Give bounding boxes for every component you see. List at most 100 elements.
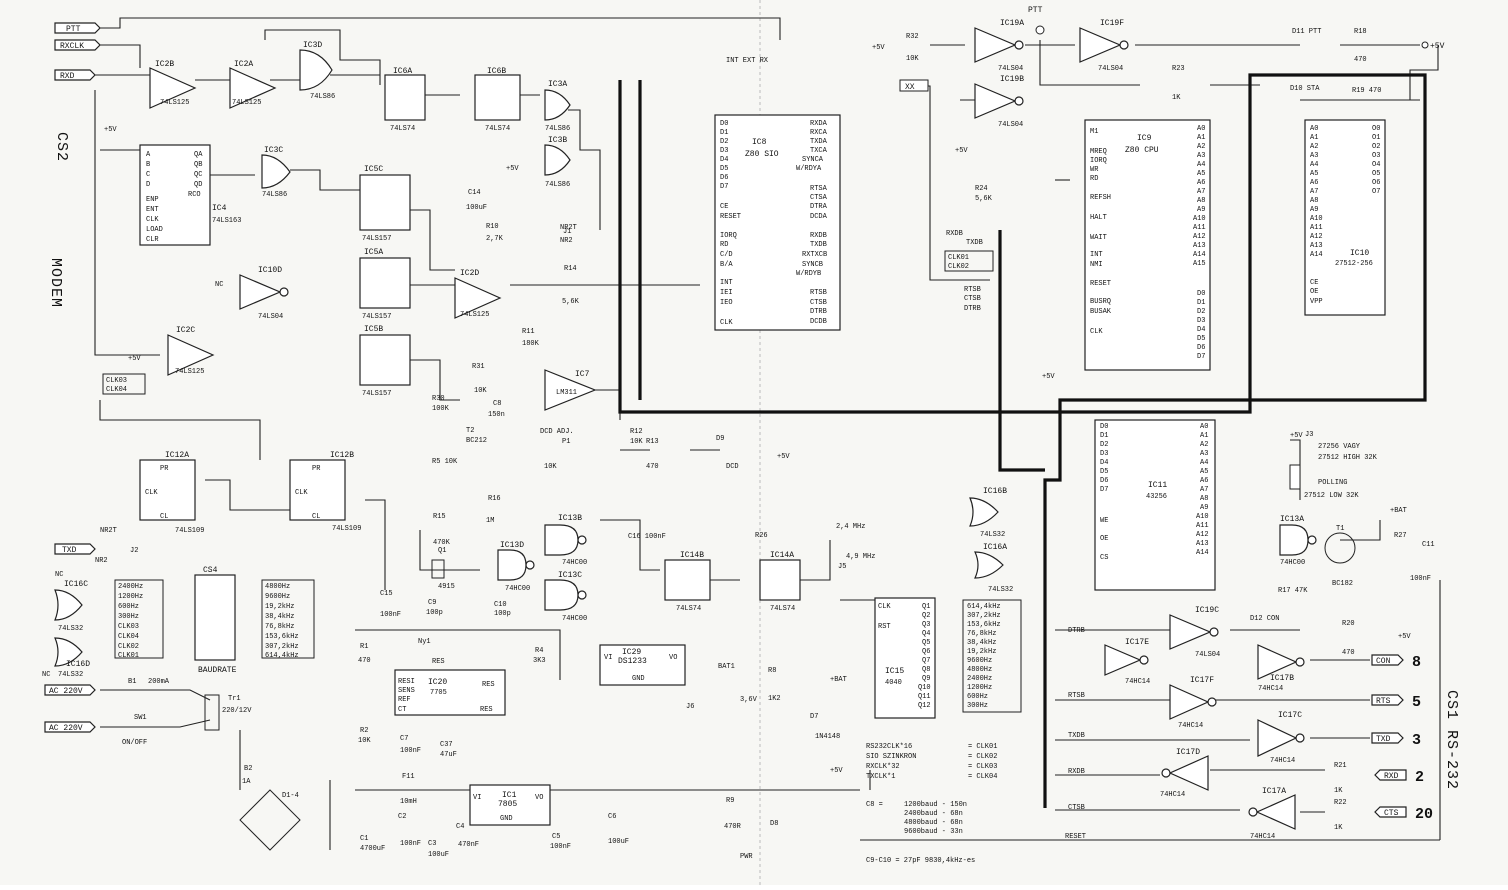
chip-ic3a[interactable]: IC3A 74LS86 [544,80,571,133]
svg-text:C1: C1 [360,835,368,843]
rs232-port-rts[interactable]: RTS 5 [1371,694,1421,711]
svg-text:R12: R12 [630,428,643,436]
chip-ic3b[interactable]: IC3B 74LS86 [544,136,571,189]
chip-name: IC13D [500,541,524,550]
eprom-note-line: 27256 VAGY [1318,443,1361,451]
connector-rxclk[interactable]: RXCLK [54,39,101,51]
chip-part: 74LS157 [362,390,391,398]
svg-text:CT: CT [398,706,406,714]
chip-ic14b[interactable]: IC14B 74LS74 [664,551,711,613]
svg-text:A9: A9 [1197,206,1205,214]
rs232-port-txd[interactable]: TXD 3 [1371,732,1421,749]
chip-ic17c[interactable]: IC17C 74HC14 [1257,711,1305,765]
chip-ic2b[interactable]: IC2B 74LS125 [149,60,197,109]
svg-text:10K: 10K [474,387,487,395]
svg-text:WAIT: WAIT [1090,234,1107,242]
connector-ac-1[interactable]: AC 220V [44,684,96,696]
chip-ic19c[interactable]: IC19C 74LS04 [1169,606,1220,659]
chip-part: 74LS32 [58,625,83,633]
chip-name: IC7 [575,370,590,379]
chip-ic13d[interactable]: IC13D 74HC00 [497,541,535,593]
chip-ic2c[interactable]: IC2C 74LS125 [167,326,215,376]
chip-ic19a[interactable]: IC19A 74LS04 [974,19,1024,73]
chip-ic6a[interactable]: IC6A 74LS74 [384,67,426,133]
chip-name: IC19A [1000,19,1024,28]
chip-ic17a[interactable]: IC17A 74HC14 [1248,787,1296,841]
connector-rxd[interactable]: RXD [54,69,96,81]
connector-ac-2[interactable]: AC 220V [44,721,96,733]
svg-text:R8: R8 [768,667,776,675]
svg-text:1K: 1K [1334,824,1343,832]
svg-text:CL: CL [312,513,320,521]
fuse-value: 200mA [148,678,170,686]
chip-ic17e[interactable]: IC17E 74HC14 [1104,638,1150,686]
chip-ic16b[interactable]: IC16B 74LS32 [969,487,1007,539]
chip-ic3d[interactable]: IC3D 74LS86 [299,41,335,101]
svg-text:A4: A4 [1310,161,1318,169]
chip-ic2d[interactable]: IC2D 74LS125 [454,269,502,319]
svg-text:INT: INT [1090,251,1103,259]
svg-text:+5V: +5V [872,44,885,52]
svg-text:C9: C9 [428,599,436,607]
baudrate-switch[interactable]: CS4 BAUDRATE 2400Hz 1200Hz 600Hz 300Hz C… [114,566,315,675]
svg-text:CS: CS [1100,554,1108,562]
svg-text:C10: C10 [494,601,507,609]
svg-text:RXDB: RXDB [946,230,963,238]
chip-ic10d[interactable]: IC10D 74LS04 NC [215,266,289,321]
chip-ic19b[interactable]: IC19B 74LS04 [974,75,1024,129]
chip-ic7[interactable]: IC7 LM311 [544,369,597,411]
svg-text:+5V: +5V [1290,432,1303,440]
connector-txd[interactable]: TXD [54,543,96,555]
svg-text:+5V: +5V [777,453,790,461]
chip-part: DS1233 [618,657,647,666]
chip-ic19f[interactable]: IC19F 74LS04 [1079,19,1129,73]
rs232-port-rxd[interactable]: RXD 2 [1374,769,1424,786]
chip-ic17d[interactable]: IC17D 74HC14 [1160,748,1209,799]
svg-text:D2: D2 [720,138,728,146]
chip-name: IC2C [176,326,195,335]
chip-ic14a[interactable]: IC14A 74LS74 [759,551,801,613]
chip-name: IC10D [258,266,282,275]
connector-ptt[interactable]: PTT [54,22,101,34]
connector-xx[interactable]: XX [899,79,929,92]
chip-ic5b[interactable]: IC5B 74LS157 [359,325,411,398]
svg-text:RCO: RCO [188,191,201,199]
chip-ic16a[interactable]: IC16A 74LS32 [974,543,1013,594]
chip-ic5c[interactable]: IC5C 74LS157 [359,165,411,243]
chip-ic16d[interactable]: IC16D NC 74LS32 [42,637,90,679]
connector-label: AC 220V [49,724,83,733]
ptt-output[interactable]: PTT [1028,6,1045,35]
svg-text:C15: C15 [380,590,393,598]
chip-ic13b[interactable]: IC13B 74HC00 [544,514,587,567]
svg-text:R31: R31 [472,363,485,371]
rs232-port-cts[interactable]: CTS 20 [1374,806,1433,823]
chip-part: 74LS125 [460,311,489,319]
c8-row: 9600baud - 33n [904,828,963,836]
svg-text:5,6K: 5,6K [975,195,993,203]
dcd-led-label: DCD [726,463,739,471]
chip-ic17f[interactable]: IC17F 74HC14 [1169,676,1217,730]
rs232-port-con[interactable]: CON 8 [1371,654,1421,671]
chip-ic2a[interactable]: IC2A 74LS125 [229,60,277,109]
chip-ic6b[interactable]: IC6B 74LS74 [474,67,521,133]
chip-ic17b[interactable]: IC17B 74HC14 [1257,644,1305,693]
chip-ic3c[interactable]: IC3C 74LS86 [261,146,291,199]
chip-ic13c[interactable]: IC13C 74HC00 [544,571,587,623]
chip-ic16c[interactable]: IC16C 74LS32 NC [54,571,88,633]
chip-part: 74LS125 [232,99,261,107]
chip-ic13a[interactable]: IC13A 74HC00 [1279,515,1317,567]
svg-text:Q11: Q11 [918,693,931,701]
chip-ic5a[interactable]: IC5A 74LS157 [359,248,411,321]
